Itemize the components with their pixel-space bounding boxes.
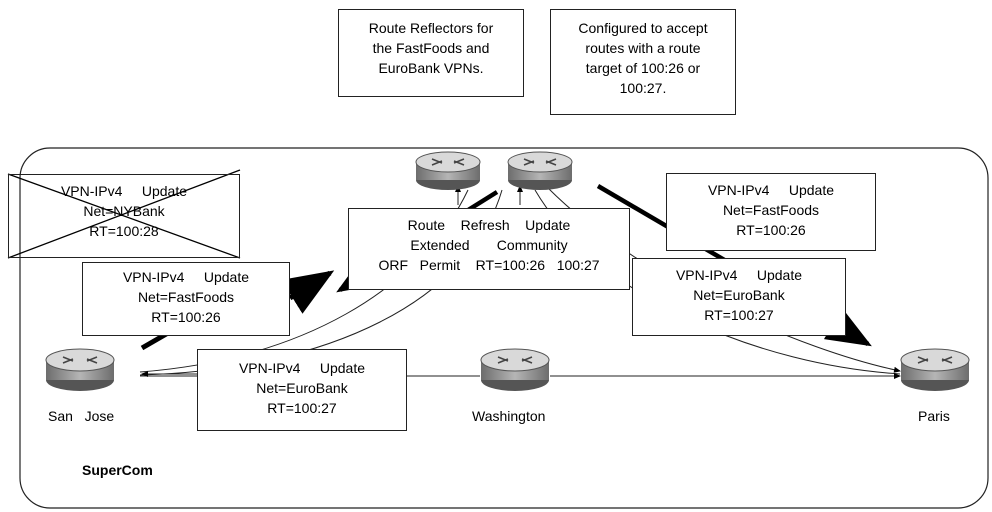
refresh-header: Route Refresh Update xyxy=(407,217,571,233)
note-line: target of 100:26 or xyxy=(585,60,701,76)
update-header: VPN-IPv4 Update xyxy=(60,183,188,199)
note-configured: Configured to accept routes with a route… xyxy=(550,9,736,115)
update-eurobank-bottom: VPN-IPv4 Update Net=EuroBank RT=100:27 xyxy=(197,349,407,431)
router-icon xyxy=(900,348,970,391)
refresh-community: Extended Community xyxy=(410,237,568,253)
update-net: Net=EuroBank xyxy=(256,380,348,396)
update-net: Net=FastFoods xyxy=(722,202,820,218)
router-icon xyxy=(45,348,115,391)
note-line: EuroBank VPNs. xyxy=(378,60,484,76)
update-rt: RT=100:27 xyxy=(704,307,774,323)
refresh-orf: ORF Permit RT=100:26 100:27 xyxy=(378,257,600,273)
update-header: VPN-IPv4 Update xyxy=(122,269,250,285)
update-rt: RT=100:26 xyxy=(151,309,221,325)
note-line: the FastFoods and xyxy=(372,40,490,56)
cross-line-2 xyxy=(7,169,241,259)
note-line: routes with a route xyxy=(585,40,701,56)
note-line: Route Reflectors for xyxy=(368,20,494,36)
note-route-reflectors: Route Reflectors for the FastFoods and E… xyxy=(338,9,524,97)
provider-network-boundary xyxy=(19,147,989,509)
router-label-san-jose: San Jose xyxy=(48,408,115,424)
update-header: VPN-IPv4 Update xyxy=(675,267,803,283)
update-eurobank-right: VPN-IPv4 Update Net=EuroBank RT=100:27 xyxy=(632,258,846,336)
update-nybank-rejected: VPN-IPv4 Update Net=NYBank RT=100:28 xyxy=(8,174,240,258)
router-icon xyxy=(480,348,550,391)
router-icon xyxy=(507,151,573,190)
router-label-paris: Paris xyxy=(918,408,950,424)
cross-line-1 xyxy=(7,173,241,259)
update-header: VPN-IPv4 Update xyxy=(707,182,835,198)
bold-arrow-san-jose-up xyxy=(281,270,335,314)
router-label-washington: Washington xyxy=(472,408,546,424)
note-line: Configured to accept xyxy=(578,20,708,36)
note-line: 100:27. xyxy=(619,80,667,96)
update-net: Net=NYBank xyxy=(83,203,165,219)
router-icon xyxy=(415,151,481,190)
update-fastfoods-right: VPN-IPv4 Update Net=FastFoods RT=100:26 xyxy=(666,173,876,251)
provider-label: SuperCom xyxy=(82,462,153,478)
update-net: Net=FastFoods xyxy=(137,289,235,305)
update-rt: RT=100:27 xyxy=(267,400,337,416)
update-rt: RT=100:26 xyxy=(736,222,806,238)
update-fastfoods-left: VPN-IPv4 Update Net=FastFoods RT=100:26 xyxy=(82,262,290,336)
update-header: VPN-IPv4 Update xyxy=(238,360,366,376)
route-refresh-update: Route Refresh Update Extended Community … xyxy=(348,208,630,290)
update-net: Net=EuroBank xyxy=(693,287,785,303)
update-rt: RT=100:28 xyxy=(89,223,159,239)
